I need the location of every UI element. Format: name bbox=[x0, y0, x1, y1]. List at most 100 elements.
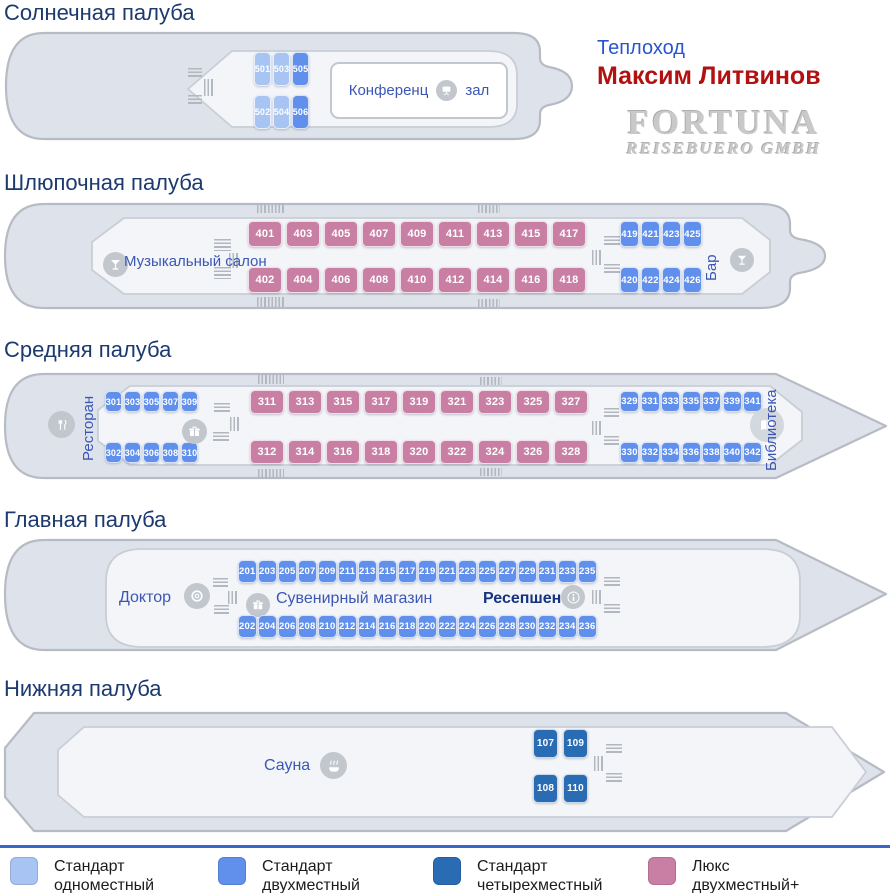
cabin-325: 325 bbox=[516, 390, 550, 414]
cabin-333: 333 bbox=[661, 391, 680, 412]
cabin-229: 229 bbox=[518, 560, 537, 583]
cabin-420: 420 bbox=[620, 267, 639, 293]
conference-label-right: зал bbox=[465, 82, 490, 99]
gift-shop-icon bbox=[246, 593, 270, 617]
cabin-212: 212 bbox=[338, 615, 357, 638]
bar-label: Бар bbox=[703, 254, 720, 282]
stairs-icon bbox=[214, 267, 231, 279]
cabin-320: 320 bbox=[402, 440, 436, 464]
cabin-339: 339 bbox=[722, 391, 742, 412]
stairs-icon bbox=[188, 95, 202, 106]
cabin-216: 216 bbox=[378, 615, 397, 638]
cabin-506: 506 bbox=[292, 95, 309, 129]
music-salon-label: Музыкальный салон bbox=[124, 253, 267, 270]
cabin-503: 503 bbox=[273, 52, 290, 86]
souvenir-shop-label: Сувенирный магазин bbox=[276, 590, 433, 607]
restaurant-icon bbox=[48, 411, 75, 438]
cabin-234: 234 bbox=[558, 615, 577, 638]
lower-deck-hull bbox=[3, 711, 886, 833]
cabin-205: 205 bbox=[278, 560, 297, 583]
bar-icon bbox=[730, 248, 754, 272]
cabin-411: 411 bbox=[438, 221, 472, 247]
library-label: Библиотека bbox=[763, 389, 780, 471]
logo-subtitle: REISEBUERO GMBH bbox=[626, 139, 822, 158]
cabin-230: 230 bbox=[518, 615, 537, 638]
cabin-405: 405 bbox=[324, 221, 358, 247]
cabin-315: 315 bbox=[326, 390, 360, 414]
cabin-235: 235 bbox=[578, 560, 597, 583]
cabin-417: 417 bbox=[552, 221, 586, 247]
cabin-232: 232 bbox=[538, 615, 557, 638]
cabin-214: 214 bbox=[358, 615, 377, 638]
cabin-219: 219 bbox=[418, 560, 437, 583]
cabin-110: 110 bbox=[563, 774, 588, 803]
cabin-227: 227 bbox=[498, 560, 517, 583]
cabin-402: 402 bbox=[248, 267, 282, 293]
cabin-206: 206 bbox=[278, 615, 297, 638]
cabin-341: 341 bbox=[743, 391, 762, 412]
cabin-321: 321 bbox=[440, 390, 474, 414]
cabin-107: 107 bbox=[533, 729, 558, 758]
cabin-426: 426 bbox=[683, 267, 702, 293]
stairs-icon bbox=[604, 604, 620, 615]
cabin-326: 326 bbox=[516, 440, 550, 464]
restaurant-label: Ресторан bbox=[80, 395, 97, 461]
reception-label: Ресепшен bbox=[483, 590, 562, 607]
cabin-217: 217 bbox=[398, 560, 417, 583]
cabin-211: 211 bbox=[338, 560, 357, 583]
cabin-502: 502 bbox=[254, 95, 271, 129]
cabin-322: 322 bbox=[440, 440, 474, 464]
stairs-icon bbox=[604, 264, 620, 275]
stairs-icon bbox=[604, 436, 619, 446]
cabin-504: 504 bbox=[273, 95, 290, 129]
cabin-109: 109 bbox=[563, 729, 588, 758]
music-salon-icon bbox=[103, 252, 128, 277]
legend-swatch-lux bbox=[648, 857, 676, 885]
cabin-413: 413 bbox=[476, 221, 510, 247]
cabin-313: 313 bbox=[288, 390, 322, 414]
cabin-204: 204 bbox=[258, 615, 277, 638]
cabin-334: 334 bbox=[661, 442, 680, 463]
cabin-342: 342 bbox=[743, 442, 762, 463]
cabin-row: 506 bbox=[292, 95, 309, 129]
stairs-icon bbox=[204, 79, 214, 96]
cabin-312: 312 bbox=[250, 440, 284, 464]
cabin-408: 408 bbox=[362, 267, 396, 293]
cabin-412: 412 bbox=[438, 267, 472, 293]
cabin-108: 108 bbox=[533, 774, 558, 803]
stairs-icon bbox=[604, 408, 619, 418]
middle-deck-title: Средняя палуба bbox=[4, 337, 172, 362]
sauna-icon bbox=[320, 752, 347, 779]
cabin-208: 208 bbox=[298, 615, 317, 638]
cabin-309: 309 bbox=[181, 391, 198, 412]
hatch-mark bbox=[478, 205, 500, 213]
stairs-icon bbox=[592, 421, 601, 435]
cabin-306: 306 bbox=[143, 442, 160, 463]
cabin-416: 416 bbox=[514, 267, 548, 293]
cabin-330: 330 bbox=[620, 442, 639, 463]
hatch-mark bbox=[480, 377, 502, 385]
cabin-218: 218 bbox=[398, 615, 417, 638]
cabin-305: 305 bbox=[143, 391, 160, 412]
cabin-338: 338 bbox=[702, 442, 721, 463]
stairs-icon bbox=[229, 253, 238, 268]
vessel-type-label: Теплоход bbox=[597, 37, 685, 59]
cabin-225: 225 bbox=[478, 560, 497, 583]
cabin-304: 304 bbox=[124, 442, 141, 463]
conference-icon bbox=[436, 80, 458, 101]
cabin-424: 424 bbox=[662, 267, 681, 293]
